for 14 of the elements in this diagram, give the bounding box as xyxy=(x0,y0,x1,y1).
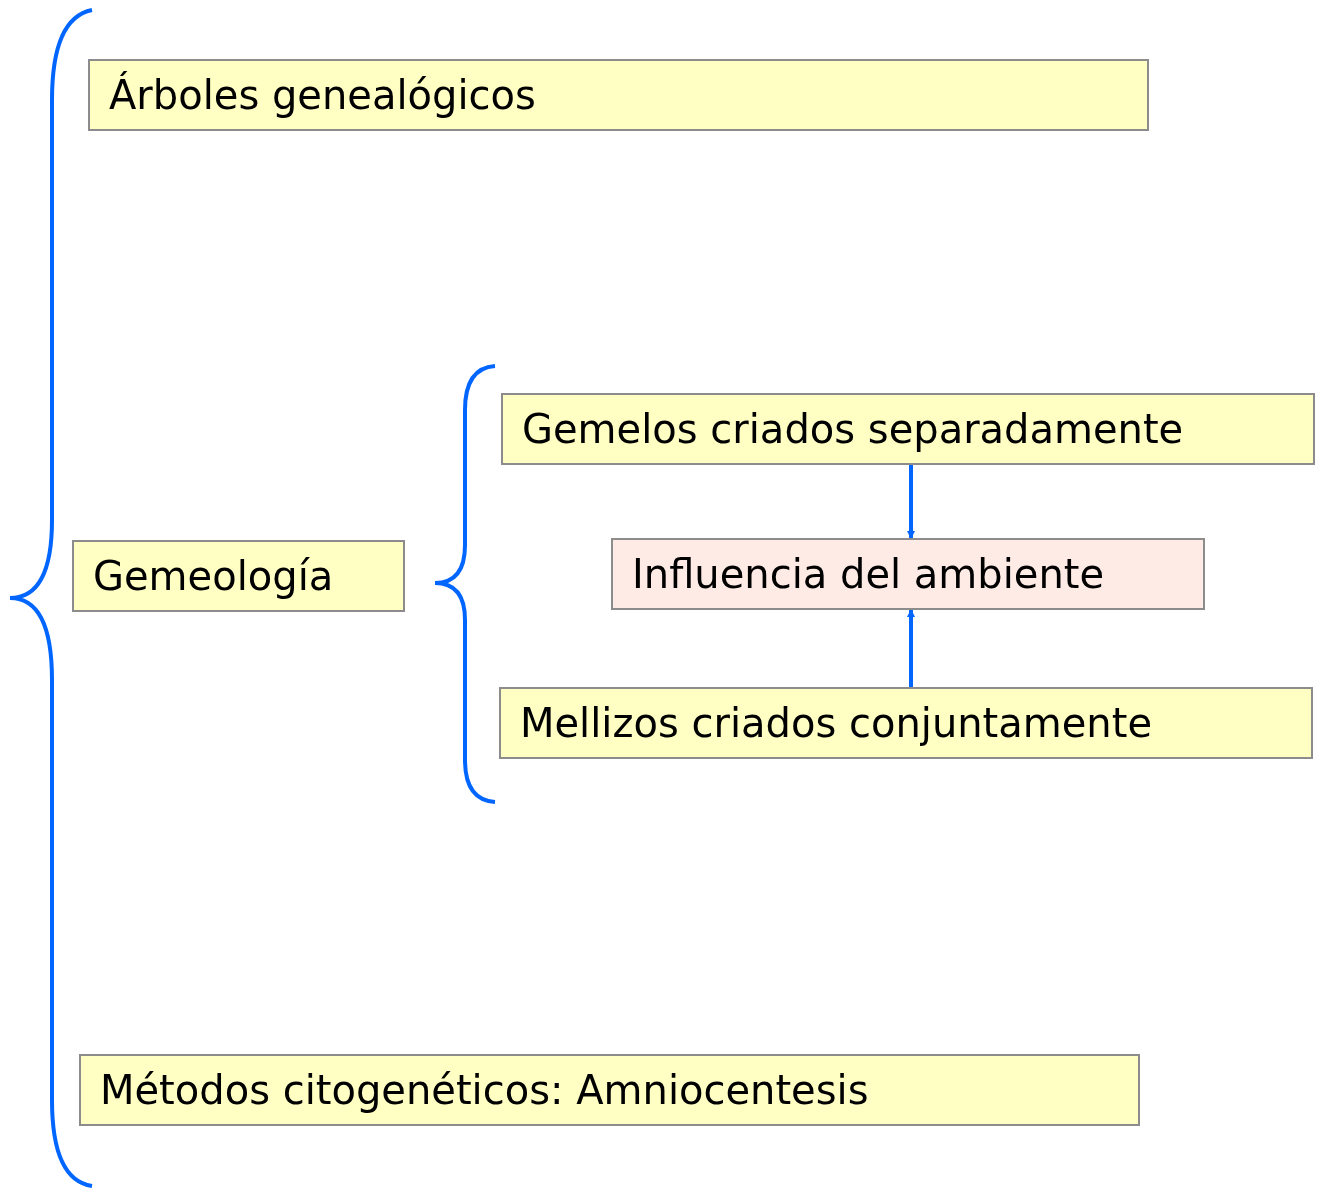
label-box xyxy=(72,540,405,612)
arrow xyxy=(907,465,915,539)
label-box xyxy=(499,687,1313,759)
box-label: Métodos citogenéticos: Amniocentesis xyxy=(100,1067,869,1113)
label-box xyxy=(501,393,1315,465)
arrow xyxy=(907,609,915,687)
box-label: Gemelos criados separadamente xyxy=(522,406,1184,452)
box-label: Influencia del ambiente xyxy=(632,551,1105,597)
box-label: Mellizos criados conjuntamente xyxy=(520,700,1152,746)
box-label: Gemeología xyxy=(93,553,334,599)
label-box xyxy=(611,538,1205,610)
label-box xyxy=(79,1054,1140,1126)
box-label: Árboles genealógicos xyxy=(109,72,536,118)
label-box xyxy=(88,59,1149,131)
